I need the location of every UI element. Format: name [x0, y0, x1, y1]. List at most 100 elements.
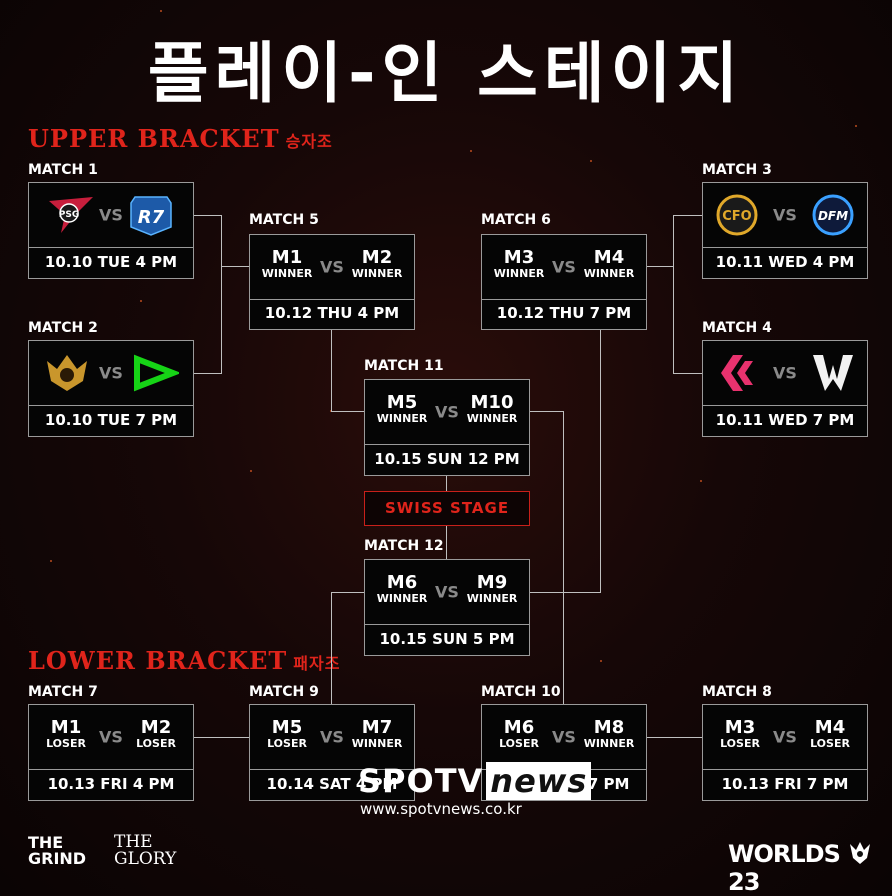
svg-text:DFM: DFM: [818, 209, 848, 223]
upper-bracket-ko: 승자조: [285, 132, 333, 151]
connector-line: [221, 266, 249, 267]
connector-line: [528, 592, 601, 593]
connector-line: [331, 592, 364, 593]
match-5-label: MATCH 5: [249, 212, 319, 228]
slot-ref: M4: [593, 247, 625, 268]
vs-text: VS: [320, 727, 344, 747]
connector-line: [446, 525, 447, 559]
match-7-date: 10.13 FRI 4 PM: [47, 775, 175, 793]
glory-line-1: THE: [114, 832, 153, 852]
vs-text: VS: [435, 582, 459, 602]
watermark-spo: SPOTV: [358, 762, 484, 800]
background-spark: [250, 470, 252, 472]
connector-line: [673, 215, 674, 374]
slot-ref: M8: [593, 717, 625, 738]
connector-line: [528, 411, 564, 412]
ps-logo-icon: PSG: [49, 197, 93, 233]
slot-result: WINNER: [466, 412, 518, 425]
connector-line: [193, 737, 249, 738]
cfo-logo-icon: CFO: [716, 194, 758, 236]
match-1-card: PSG VS R7 10.10 TUE 4 PM: [28, 182, 194, 279]
match-8-date: 10.13 FRI 7 PM: [721, 775, 849, 793]
upper-bracket-label: UPPER BRACKET: [28, 124, 280, 153]
dfm-logo-icon: DFM: [812, 194, 854, 236]
background-spark: [140, 300, 142, 302]
r7-logo-icon: R7: [130, 196, 172, 236]
slot-ref: M2: [361, 247, 393, 268]
match-11-date: 10.15 SUN 12 PM: [374, 450, 520, 468]
worlds-trophy-icon: [850, 842, 871, 864]
match-1-date: 10.10 TUE 4 PM: [44, 253, 178, 271]
watermark-url: www.spotvnews.co.kr: [360, 800, 522, 818]
match-5-date: 10.12 THU 4 PM: [264, 304, 400, 322]
connector-line: [600, 328, 601, 593]
match-3-label: MATCH 3: [702, 162, 772, 178]
slot-ref: M5: [386, 392, 418, 413]
lower-bracket-ko: 패자조: [293, 654, 341, 673]
vs-text: VS: [99, 205, 123, 225]
connector-line: [673, 215, 702, 216]
the-grind-logo: THE GRIND: [28, 835, 86, 867]
match-6-date: 10.12 THU 7 PM: [496, 304, 632, 322]
slot-ref: M1: [50, 717, 82, 738]
match-2-teams: VS: [29, 341, 193, 406]
svg-text:CFO: CFO: [722, 209, 751, 224]
match-3-card: CFO VS DFM 10.11 WED 4 PM: [702, 182, 868, 279]
match-8-label: MATCH 8: [702, 684, 772, 700]
slot-result: LOSER: [46, 737, 86, 750]
page-title: 플레이-인 스테이지: [147, 35, 745, 112]
match-7-label: MATCH 7: [28, 684, 98, 700]
match-4-label: MATCH 4: [702, 320, 772, 336]
vs-text: VS: [99, 727, 123, 747]
match-1-label: MATCH 1: [28, 162, 98, 178]
connector-line: [193, 373, 221, 374]
vs-text: VS: [552, 727, 576, 747]
worlds-text: WORLDS: [728, 840, 841, 868]
slot-ref: M5: [271, 717, 303, 738]
svg-text:R7: R7: [138, 207, 165, 228]
slot-result: WINNER: [493, 267, 545, 280]
slot-result: WINNER: [261, 267, 313, 280]
connector-line: [645, 266, 674, 267]
slot-ref: M3: [503, 247, 535, 268]
upper-bracket-title: UPPER BRACKET 승자조: [28, 124, 333, 153]
match-11-label: MATCH 11: [364, 358, 444, 374]
slot-result: WINNER: [376, 592, 428, 605]
match-12-date: 10.15 SUN 5 PM: [379, 630, 515, 648]
match-6-label: MATCH 6: [481, 212, 551, 228]
match-2-label: MATCH 2: [28, 320, 98, 336]
bds-logo-icon: [721, 355, 753, 391]
watermark-news: news: [486, 762, 592, 800]
vs-text: VS: [99, 363, 123, 383]
vs-text: VS: [435, 402, 459, 422]
slot-ref: M2: [140, 717, 172, 738]
match-3-teams: CFO VS DFM: [703, 183, 867, 248]
match-1-teams: PSG VS R7: [29, 183, 193, 248]
connector-line: [331, 411, 364, 412]
connector-line: [331, 328, 332, 412]
match-4-card: VS 10.11 WED 7 PM: [702, 340, 868, 437]
slot-result: WINNER: [466, 592, 518, 605]
svg-text:PSG: PSG: [59, 210, 79, 220]
vs-text: VS: [320, 257, 344, 277]
slot-result: LOSER: [720, 737, 760, 750]
loud-logo-icon: [134, 354, 179, 392]
